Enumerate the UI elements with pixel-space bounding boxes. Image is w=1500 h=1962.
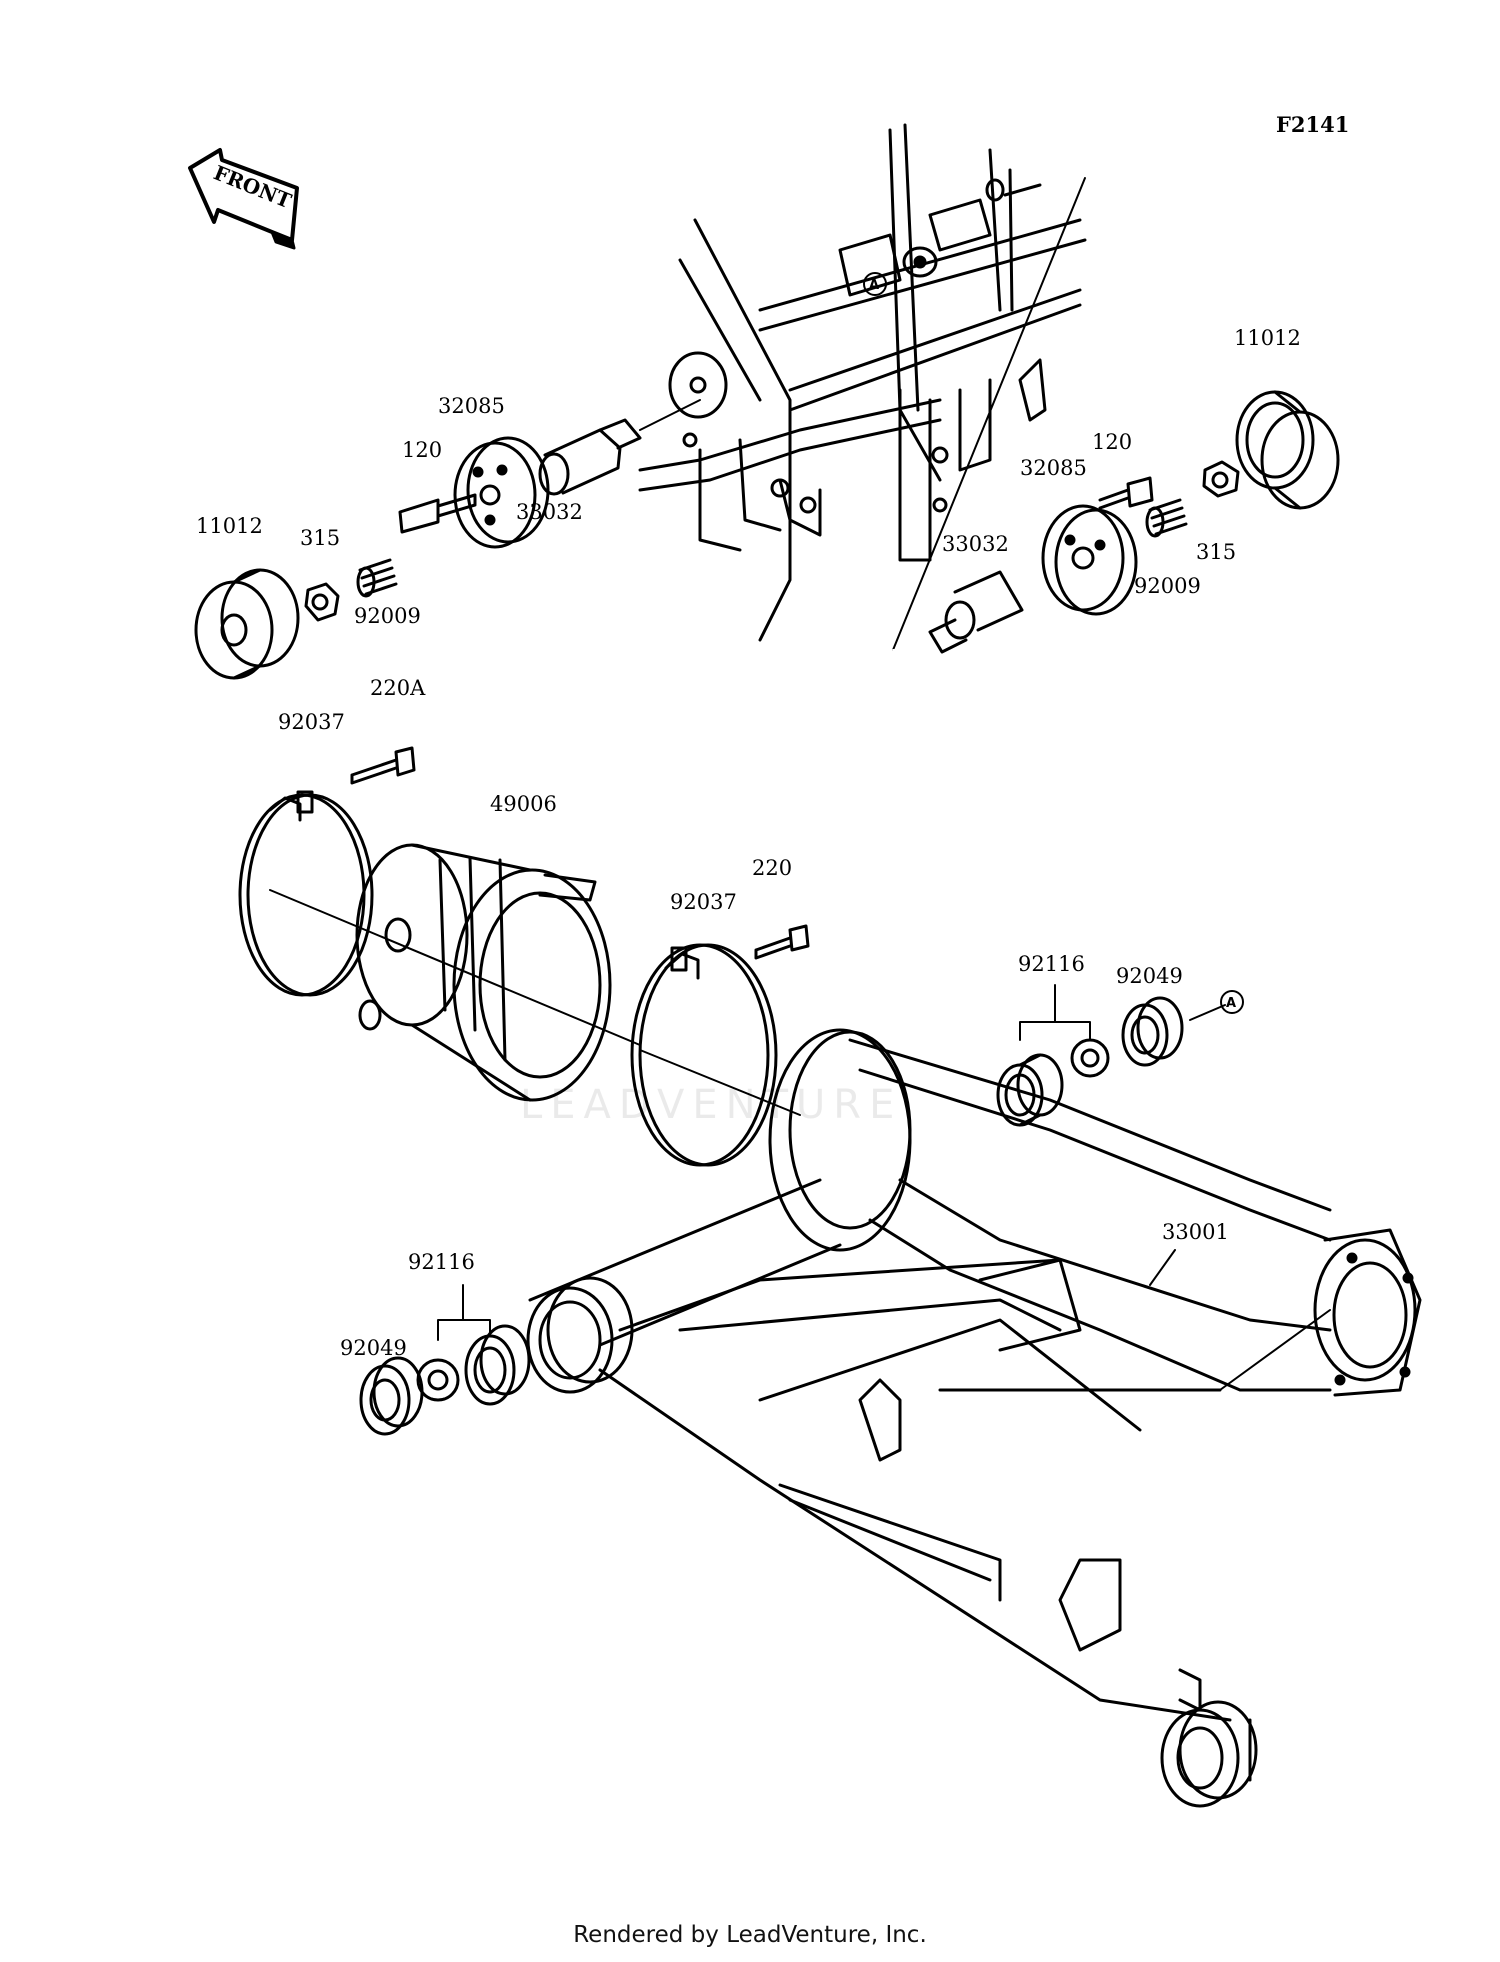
part-92049-left [361, 1358, 422, 1434]
callout-315-right: 315 [1196, 540, 1237, 564]
part-11012-right [1237, 392, 1338, 508]
frame-section [640, 125, 1085, 640]
marker-a-2-label: A [1226, 996, 1236, 1011]
callout-32085-right: 32085 [1020, 456, 1087, 480]
part-220a-bolt [352, 748, 414, 783]
callout-33001: 33001 [1162, 1220, 1229, 1244]
part-120-right [1100, 478, 1152, 508]
part-92116-left [418, 1326, 529, 1404]
callout-92049-left: 92049 [340, 1336, 407, 1360]
leader-line [1150, 1250, 1175, 1285]
axis-line [1190, 1005, 1225, 1020]
callout-32085-left: 32085 [438, 394, 505, 418]
callout-11012-left: 11012 [196, 514, 263, 538]
callout-120-right: 120 [1092, 430, 1133, 454]
part-33032-right [930, 572, 1022, 652]
callout-220: 220 [752, 856, 793, 880]
footer-credit: Rendered by LeadVenture, Inc. [573, 1922, 927, 1948]
axis-line [270, 890, 640, 1045]
figure-id: F2141 [1276, 112, 1350, 137]
callout-92009-left: 92009 [354, 604, 421, 628]
part-92116-right [998, 1040, 1108, 1125]
part-315-right [1204, 462, 1238, 496]
bracket-92116-right [1020, 1022, 1090, 1040]
callout-220a: 220A [370, 676, 426, 700]
callout-92116-right: 92116 [1018, 952, 1085, 976]
callout-92009-right: 92009 [1134, 574, 1201, 598]
callout-33032-left: 33032 [516, 500, 583, 524]
part-92037-right-clamp [632, 945, 776, 1165]
part-315-left [306, 584, 338, 620]
callout-49006: 49006 [490, 792, 557, 816]
callout-92037-left: 92037 [278, 710, 345, 734]
callout-120-left: 120 [402, 438, 443, 462]
part-32085-left [455, 438, 548, 547]
marker-a-1-label: A [869, 278, 879, 293]
part-220-bolt [756, 926, 808, 958]
watermark: LEADVENTURE [520, 1082, 903, 1128]
marker-a-1 [864, 273, 886, 295]
front-arrow-icon: FRONT [190, 150, 297, 248]
callout-315-left: 315 [300, 526, 341, 550]
part-32085-right [1043, 506, 1136, 614]
callout-92037-right: 92037 [670, 890, 737, 914]
callout-92049-right: 92049 [1116, 964, 1183, 988]
callout-92116-left: 92116 [408, 1250, 475, 1274]
part-11012-left [196, 570, 298, 678]
part-49006-boot [357, 845, 610, 1100]
part-92037-left-clamp [240, 792, 372, 995]
part-92009-right [1147, 500, 1186, 536]
part-33032-left [540, 400, 700, 494]
callout-11012-right: 11012 [1234, 326, 1301, 350]
part-33001-swingarm [528, 1030, 1420, 1806]
cutaway-line [893, 178, 1085, 650]
part-92009-left [358, 560, 396, 596]
callout-33032-right: 33032 [942, 532, 1009, 556]
marker-a-2 [1221, 991, 1243, 1013]
part-92049-right [1123, 998, 1182, 1065]
